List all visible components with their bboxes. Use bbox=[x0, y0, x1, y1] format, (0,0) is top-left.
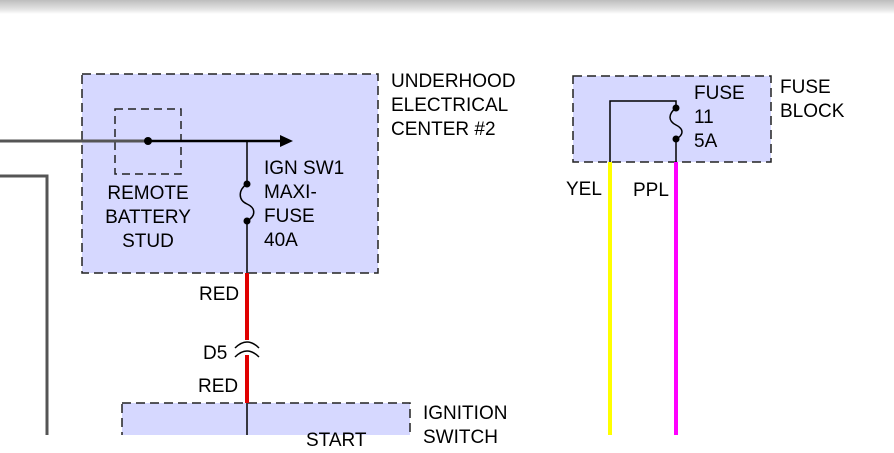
fuse-block-title: FUSE BLOCK bbox=[780, 76, 844, 124]
red-wire-upper-label: RED bbox=[199, 284, 240, 305]
underhood-title-line1: UNDERHOOD bbox=[391, 71, 516, 92]
bus-arrow bbox=[280, 135, 293, 147]
fuse11-symbol bbox=[669, 107, 683, 140]
fuse11-line2: 11 bbox=[694, 107, 714, 128]
maxi-fuse-line3: FUSE bbox=[264, 206, 315, 227]
fuse11-line3: 5A bbox=[694, 131, 718, 152]
fuse-block-title-line2: BLOCK bbox=[780, 101, 845, 122]
maxi-fuse-line1: IGN SW1 bbox=[264, 158, 345, 179]
maxi-fuse-label: IGN SW1 MAXI- FUSE 40A bbox=[264, 157, 344, 253]
yel-wire-label: YEL bbox=[566, 179, 602, 200]
window-top-bar bbox=[0, 0, 894, 14]
ignition-switch-title: IGNITION SWITCH bbox=[423, 402, 507, 450]
remote-stud-line1: REMOTE bbox=[107, 183, 189, 204]
underhood-title-line2: ELECTRICAL bbox=[391, 95, 509, 116]
maxi-fuse-symbol bbox=[239, 183, 255, 222]
ignition-switch-line1: IGNITION bbox=[423, 403, 508, 424]
ppl-wire-label: PPL bbox=[633, 180, 669, 201]
ignition-switch-box bbox=[121, 402, 411, 435]
connector-d5-symbol bbox=[234, 341, 260, 358]
ignition-start-label: START bbox=[306, 430, 367, 451]
fuse11-label: FUSE 11 5A bbox=[694, 82, 745, 154]
stud-node bbox=[144, 137, 152, 145]
fuse-block-title-line1: FUSE bbox=[780, 77, 831, 98]
wiring-diagram bbox=[0, 73, 772, 435]
ignition-switch-line2: SWITCH bbox=[423, 427, 498, 448]
remote-stud-label: REMOTE BATTERY STUD bbox=[96, 182, 200, 254]
fuse-block-box bbox=[572, 75, 772, 163]
underhood-title-line3: CENTER #2 bbox=[391, 119, 496, 140]
fuse11-line1: FUSE bbox=[694, 83, 745, 104]
maxi-fuse-line2: MAXI- bbox=[264, 182, 317, 203]
remote-stud-line2: BATTERY bbox=[105, 207, 191, 228]
left-gray-wire bbox=[0, 174, 49, 435]
underhood-title: UNDERHOOD ELECTRICAL CENTER #2 bbox=[391, 70, 516, 142]
red-wire-lower-label: RED bbox=[198, 376, 239, 397]
maxi-fuse-line4: 40A bbox=[264, 230, 298, 251]
connector-d5-label: D5 bbox=[203, 343, 228, 364]
remote-stud-line3: STUD bbox=[122, 231, 174, 252]
